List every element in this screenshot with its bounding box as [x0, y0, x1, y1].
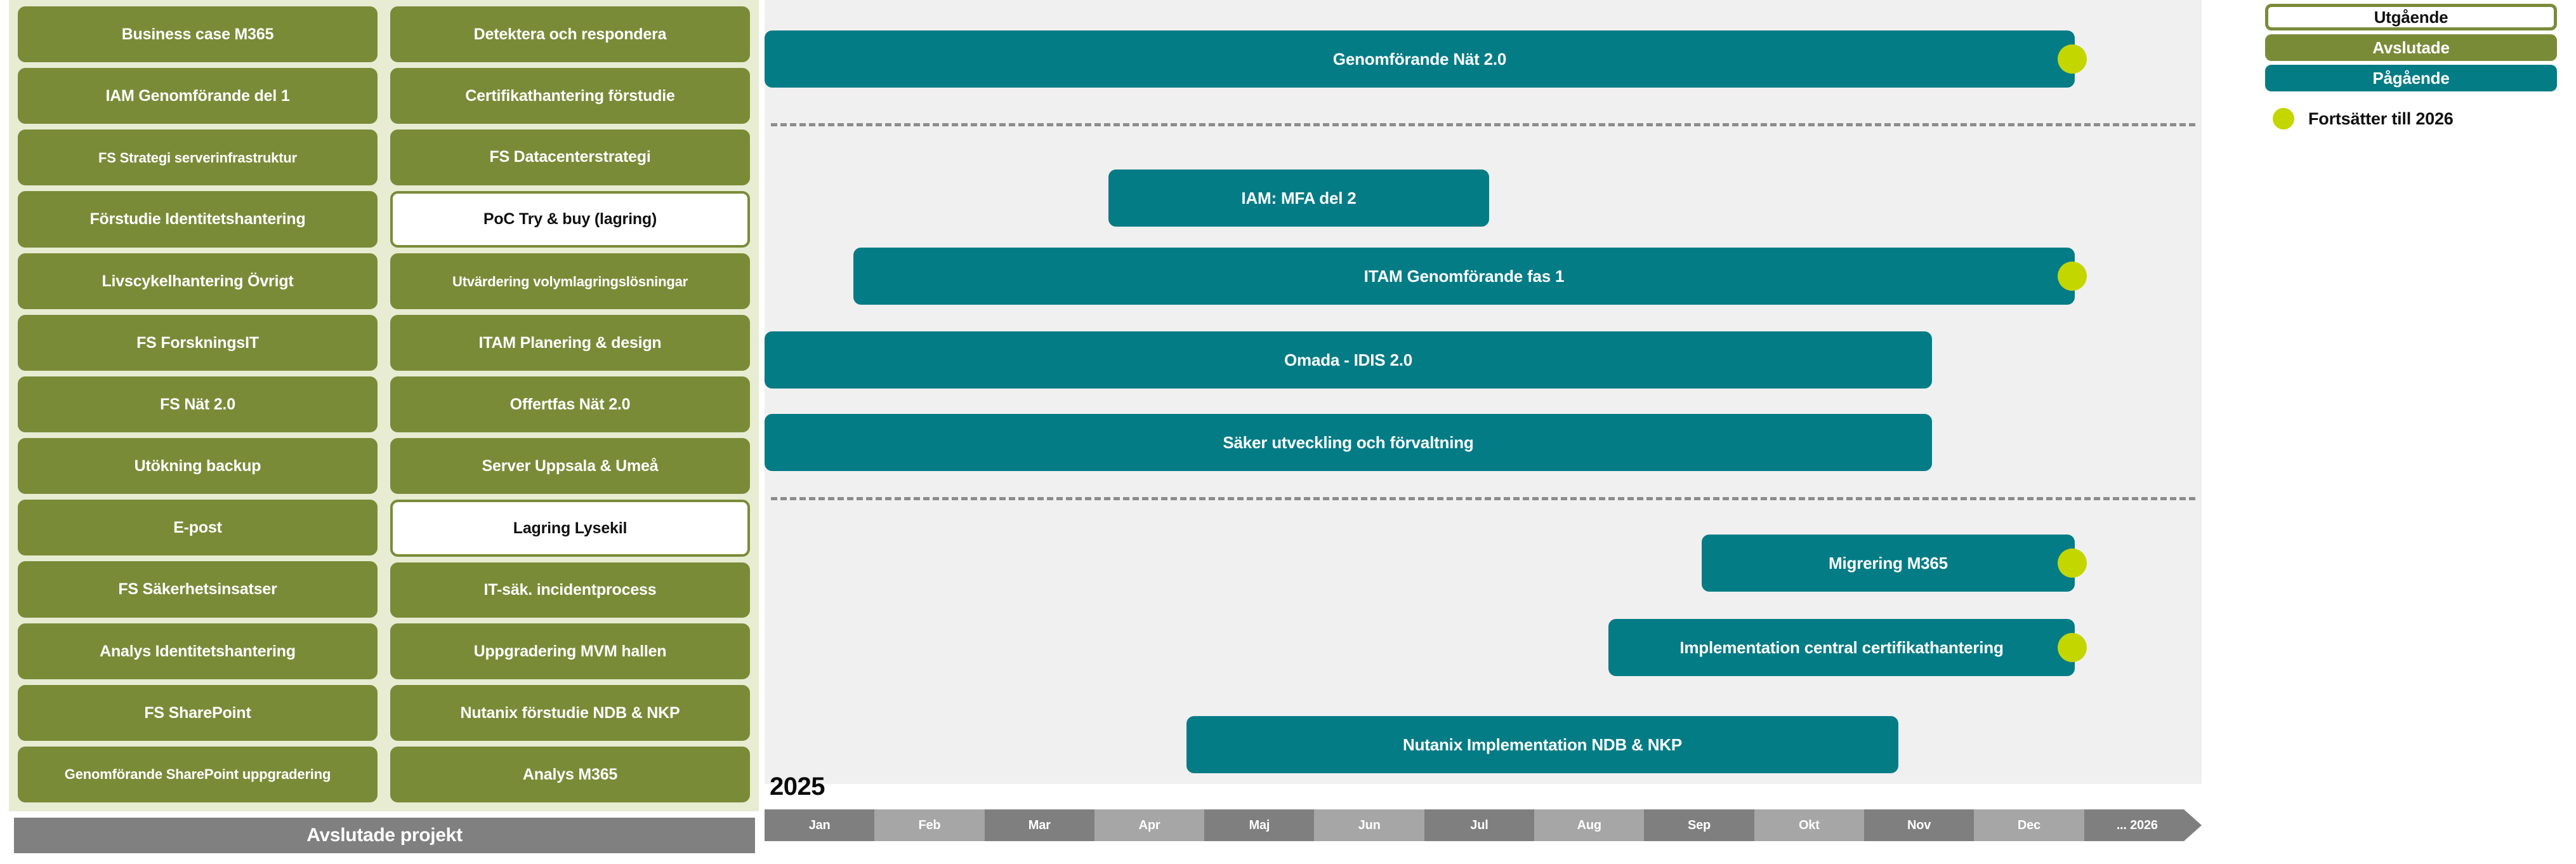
legend-item-ongoing: Pågående: [2265, 65, 2557, 91]
gantt-group-divider-2: [771, 497, 2195, 500]
axis-arrow-body: [2084, 809, 2184, 841]
month-cell-jan: Jan: [765, 809, 875, 841]
month-cell-okt: Okt: [1754, 809, 1864, 841]
project-card[interactable]: IT-säk. incidentprocess: [390, 562, 750, 618]
legend-note-label: Fortsätter till 2026: [2308, 109, 2454, 128]
project-card[interactable]: Utvärdering volymlagringslösningar: [390, 253, 750, 310]
month-cell-maj: Maj: [1204, 809, 1315, 841]
month-cell-apr: Apr: [1094, 809, 1205, 841]
gantt-bar[interactable]: Nutanix Implementation NDB & NKP: [1186, 716, 1898, 773]
month-cell-jul: Jul: [1424, 809, 1535, 841]
project-card[interactable]: Server Uppsala & Umeå: [390, 437, 750, 494]
timeline-year-label: 2025: [770, 773, 825, 801]
project-card[interactable]: FS ForskningsIT: [18, 314, 378, 371]
month-cell-jun: Jun: [1314, 809, 1424, 841]
gantt-bar[interactable]: Implementation central certifikathanteri…: [1608, 619, 2075, 676]
project-card[interactable]: Utökning backup: [18, 438, 378, 495]
project-card[interactable]: Analys Identitetshantering: [18, 623, 378, 679]
project-card[interactable]: FS SharePoint: [18, 684, 378, 741]
project-card[interactable]: Lagring Lysekil: [390, 499, 750, 557]
project-card[interactable]: Livscykelhantering Övrigt: [18, 253, 378, 309]
gantt-bar[interactable]: IAM: MFA del 2: [1108, 169, 1489, 227]
project-card[interactable]: Offertfas Nät 2.0: [390, 376, 750, 432]
legend-item-completed: Avslutade: [2265, 34, 2557, 61]
month-cell-mar: Mar: [984, 809, 1094, 841]
month-cell-sep: Sep: [1644, 809, 1754, 841]
axis-arrow-head-icon: [2183, 809, 2202, 841]
project-card[interactable]: Detektera och respondera: [390, 6, 750, 62]
gantt-group-divider-1: [771, 123, 2195, 126]
month-cell-2026: ... 2026: [2084, 809, 2202, 841]
continues-2026-dot-icon: [2058, 548, 2087, 578]
project-card[interactable]: Nutanix förstudie NDB & NKP: [390, 685, 750, 741]
month-cell-feb: Feb: [874, 809, 985, 841]
continues-2026-dot-icon: [2058, 262, 2087, 291]
month-cell-aug: Aug: [1534, 809, 1645, 841]
completed-projects-footer: Avslutade projekt: [14, 818, 755, 853]
project-card[interactable]: IAM Genomförande del 1: [18, 68, 378, 124]
project-card[interactable]: FS Nät 2.0: [18, 376, 378, 433]
continues-2026-dot-icon: [2058, 633, 2087, 662]
month-cell-dec: Dec: [1974, 809, 2084, 841]
project-card[interactable]: Förstudie Identitetshantering: [18, 191, 378, 248]
legend-note: Fortsätter till 2026: [2265, 108, 2557, 130]
legend: Utgående Avslutade Pågående Fortsätter t…: [2265, 4, 2557, 296]
project-card[interactable]: Certifikathantering förstudie: [390, 67, 750, 124]
project-card[interactable]: ITAM Planering & design: [390, 315, 750, 371]
project-card[interactable]: FS Strategi serverinfrastruktur: [18, 130, 378, 186]
month-label: ... 2026: [2116, 818, 2158, 832]
gantt-bar[interactable]: ITAM Genomförande fas 1: [853, 248, 2075, 305]
gantt-bar[interactable]: Migrering M365: [1702, 535, 2075, 592]
legend-item-outgoing: Utgående: [2265, 4, 2557, 30]
gantt-bar[interactable]: Omada - IDIS 2.0: [765, 331, 1932, 389]
gantt-bar[interactable]: Genomförande Nät 2.0: [765, 30, 2075, 88]
project-card[interactable]: E-post: [18, 500, 378, 556]
project-card[interactable]: Analys M365: [390, 747, 750, 802]
gantt-bar[interactable]: Säker utveckling och förvaltning: [765, 414, 1932, 471]
project-card[interactable]: Genomförande SharePoint uppgradering: [18, 746, 378, 803]
project-card[interactable]: FS Datacenterstrategi: [390, 129, 750, 185]
continues-2026-dot-icon: [2273, 108, 2294, 130]
project-card[interactable]: Uppgradering MVM hallen: [390, 623, 750, 680]
project-card[interactable]: FS Säkerhetsinsatser: [18, 561, 378, 618]
continues-2026-dot-icon: [2058, 44, 2087, 74]
month-cell-nov: Nov: [1863, 809, 1975, 841]
project-card[interactable]: PoC Try & buy (lagring): [390, 190, 750, 248]
project-card[interactable]: Business case M365: [18, 6, 378, 63]
